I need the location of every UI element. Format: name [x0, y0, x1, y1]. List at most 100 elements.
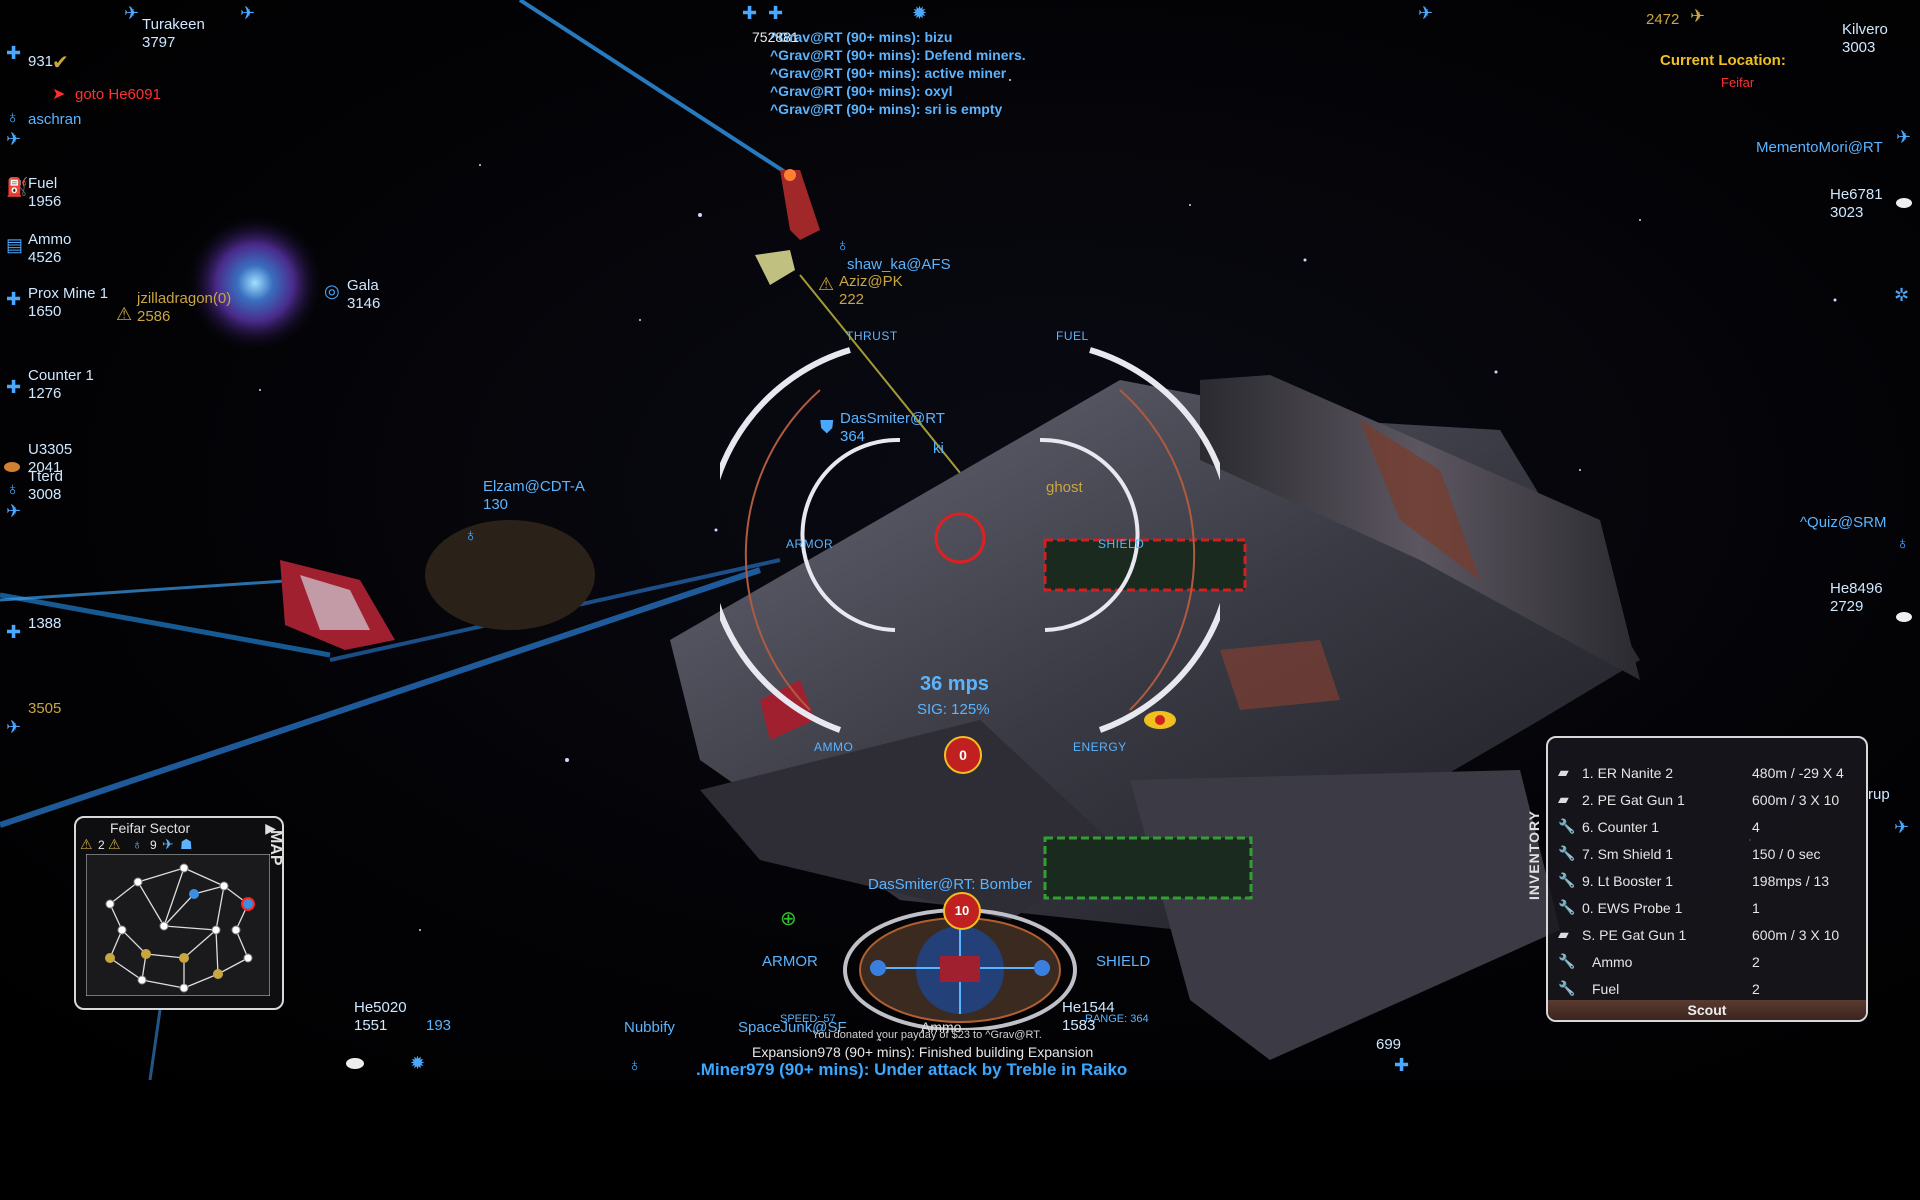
fuel-value: 1956 — [28, 193, 62, 210]
contact-value: 1551 — [354, 1017, 388, 1034]
contact-name: Tterd — [28, 468, 64, 485]
contact-value: 222 — [839, 291, 865, 308]
location-value: Feifar — [1721, 75, 1755, 90]
contact-value: 3797 — [142, 34, 176, 51]
inventory-row[interactable]: 🔧 Fuel 2 — [1558, 976, 1858, 1002]
contact-rup[interactable]: rup — [1868, 786, 1890, 803]
contact-jzilla[interactable]: jzilladragon(0) 2586 — [137, 290, 231, 326]
chat-line: ^Grav@RT (90+ mins): oxyl — [770, 83, 953, 99]
contact-aziz[interactable]: Aziz@PK 222 — [839, 273, 903, 309]
contact-spacejunk[interactable]: SpaceJunk@SF — [738, 1019, 847, 1036]
ship-icon[interactable]: ✈ — [1418, 3, 1434, 23]
crosshair-icon[interactable]: ✚ — [6, 289, 22, 309]
sector-minimap[interactable]: Feifar Sector ▶ ⚠ 2 ⚠ ♁ 9 ✈ ☗ — [74, 816, 284, 1010]
miner-icon[interactable]: ♁ — [1896, 533, 1910, 553]
ship-icon[interactable]: ✈ — [124, 3, 140, 23]
crosshair-icon[interactable]: ✚ — [742, 3, 758, 23]
contact-he8496[interactable]: He8496 2729 — [1830, 580, 1883, 616]
contact-name: Aziz@PK — [839, 273, 903, 290]
warning-icon: ⚠ — [108, 836, 121, 852]
miner-icon[interactable]: ♁ — [464, 525, 478, 545]
asteroid-icon — [1896, 612, 1912, 622]
crosshair-icon[interactable]: ✚ — [1394, 1055, 1410, 1075]
contact-he6781[interactable]: He6781 3023 — [1830, 186, 1883, 222]
item-name: 7. Sm Shield 1 — [1582, 846, 1674, 862]
contact-tterd[interactable]: Tterd 3008 — [28, 468, 63, 504]
contact-turakeen[interactable]: Turakeen 3797 — [142, 16, 205, 52]
count-b: 9 — [150, 838, 157, 852]
contact-gala[interactable]: Gala 3146 — [347, 277, 380, 313]
contact-value: 2729 — [1830, 598, 1864, 615]
ship-icon[interactable]: ✈ — [6, 501, 22, 521]
gear-icon[interactable]: ✲ — [1894, 285, 1910, 305]
contact-quiz[interactable]: ^Quiz@SRM — [1800, 514, 1887, 531]
inventory-row[interactable]: 🔧 7. Sm Shield 1 150 / 0 sec — [1558, 841, 1858, 867]
gun-icon: ▰ — [1558, 791, 1569, 807]
contact-shaw[interactable]: shaw_ka@AFS — [847, 256, 951, 273]
wrench-icon: 🔧 — [1558, 899, 1576, 915]
shield-icon: ⛊ — [820, 417, 834, 437]
crosshair-icon[interactable]: ✚ — [6, 377, 22, 397]
contact-name: He8496 — [1830, 580, 1883, 597]
checkmark-icon: ✔ — [52, 52, 69, 74]
crosshair-icon[interactable]: ✚ — [768, 3, 784, 23]
inventory-row[interactable]: 🔧 Ammo 2 — [1558, 949, 1858, 975]
alert-badge[interactable]: 0 — [944, 736, 982, 774]
target-ammo: Ammo — [921, 1019, 962, 1035]
ship-icon[interactable]: ✈ — [6, 717, 22, 737]
inventory-row[interactable]: ▰ S. PE Gat Gun 1 600m / 3 X 10 — [1558, 922, 1858, 948]
goto-command: goto He6091 — [75, 86, 161, 103]
miner-icon[interactable]: ♁ — [836, 235, 850, 255]
asteroid-icon — [1896, 198, 1912, 208]
miner-icon[interactable]: ♁ — [628, 1055, 642, 1075]
item-name: Ammo — [1592, 954, 1633, 970]
sun-icon[interactable]: ✹ — [912, 3, 928, 23]
item-value: 150 / 0 sec — [1752, 846, 1821, 862]
inventory-row[interactable]: ▰ 1. ER Nanite 2 480m / -29 X 4 — [1558, 760, 1858, 786]
contact-he1544[interactable]: He1544 1583 — [1062, 999, 1115, 1035]
contact-he5020[interactable]: He5020 1551 — [354, 999, 407, 1035]
value-3505: 3505 — [28, 700, 62, 717]
miner-icon[interactable]: ♁ — [6, 479, 20, 499]
crosshair-icon[interactable]: ✚ — [6, 622, 22, 642]
crosshair-icon[interactable]: ✚ — [6, 43, 22, 63]
inventory-row[interactable]: 🔧 9. Lt Booster 1 198mps / 13 — [1558, 868, 1858, 894]
contact-value: 2041 — [28, 459, 62, 476]
crosshair-icon: ⊕ — [780, 908, 797, 930]
ship-icon[interactable]: ✈ — [1690, 6, 1706, 26]
contact-ki[interactable]: ki — [933, 440, 944, 457]
expand-arrow-icon[interactable]: ▶ — [265, 820, 276, 836]
contact-name: U3305 — [28, 441, 73, 458]
contact-aschran[interactable]: aschran — [28, 111, 82, 128]
ship-red-left — [280, 560, 395, 650]
item-value: 600m / 3 X 10 — [1752, 927, 1840, 943]
arrow-right-icon: ➤ — [52, 86, 66, 103]
ship-icon[interactable]: ✈ — [1894, 817, 1910, 837]
contact-elzam[interactable]: Elzam@CDT-A 130 — [483, 478, 585, 514]
contact-ghost[interactable]: ghost — [1046, 479, 1083, 496]
item-value: 600m / 3 X 10 — [1752, 792, 1840, 808]
inventory-row[interactable]: 🔧 6. Counter 1 4 — [1558, 814, 1858, 840]
miner-alert-message: .Miner979 (90+ mins): Under attack by Tr… — [696, 1060, 1128, 1079]
contact-dassmiter[interactable]: DasSmiter@RT 364 — [840, 410, 945, 446]
ammo-icon: ▤ — [6, 235, 24, 255]
contact-u3305[interactable]: U3305 2041 — [28, 441, 72, 477]
ship-icon[interactable]: ✈ — [240, 3, 256, 23]
wrench-icon: 🔧 — [1558, 953, 1576, 969]
ship-icon[interactable]: ✈ — [6, 129, 22, 149]
sun-icon[interactable]: ✹ — [410, 1053, 426, 1073]
game-viewport[interactable]: ^Grav@RT (90+ mins): bizu ^Grav@RT (90+ … — [0, 0, 1920, 1080]
map-tab[interactable]: MAP — [267, 830, 284, 866]
inventory-tab[interactable]: INVENTORY — [1526, 810, 1542, 900]
inventory-row[interactable]: 🔧 0. EWS Probe 1 1 — [1558, 895, 1858, 921]
ship-icon[interactable]: ✈ — [1896, 127, 1912, 147]
contact-kilvero[interactable]: Kilvero 3003 — [1842, 21, 1888, 57]
targeting-reticle — [720, 347, 1220, 733]
sector-name: Feifar Sector — [110, 820, 191, 836]
contact-nubbify[interactable]: Nubbify — [624, 1019, 675, 1036]
value-699: 699 — [1376, 1036, 1402, 1053]
contact-memento[interactable]: MementoMori@RT — [1756, 139, 1883, 156]
inventory-panel[interactable]: ▰ 1. ER Nanite 2 480m / -29 X 4 ▰ 2. PE … — [1546, 736, 1868, 1022]
miner-icon[interactable]: ♁ — [6, 107, 20, 127]
inventory-row[interactable]: ▰ 2. PE Gat Gun 1 600m / 3 X 10 — [1558, 787, 1858, 813]
